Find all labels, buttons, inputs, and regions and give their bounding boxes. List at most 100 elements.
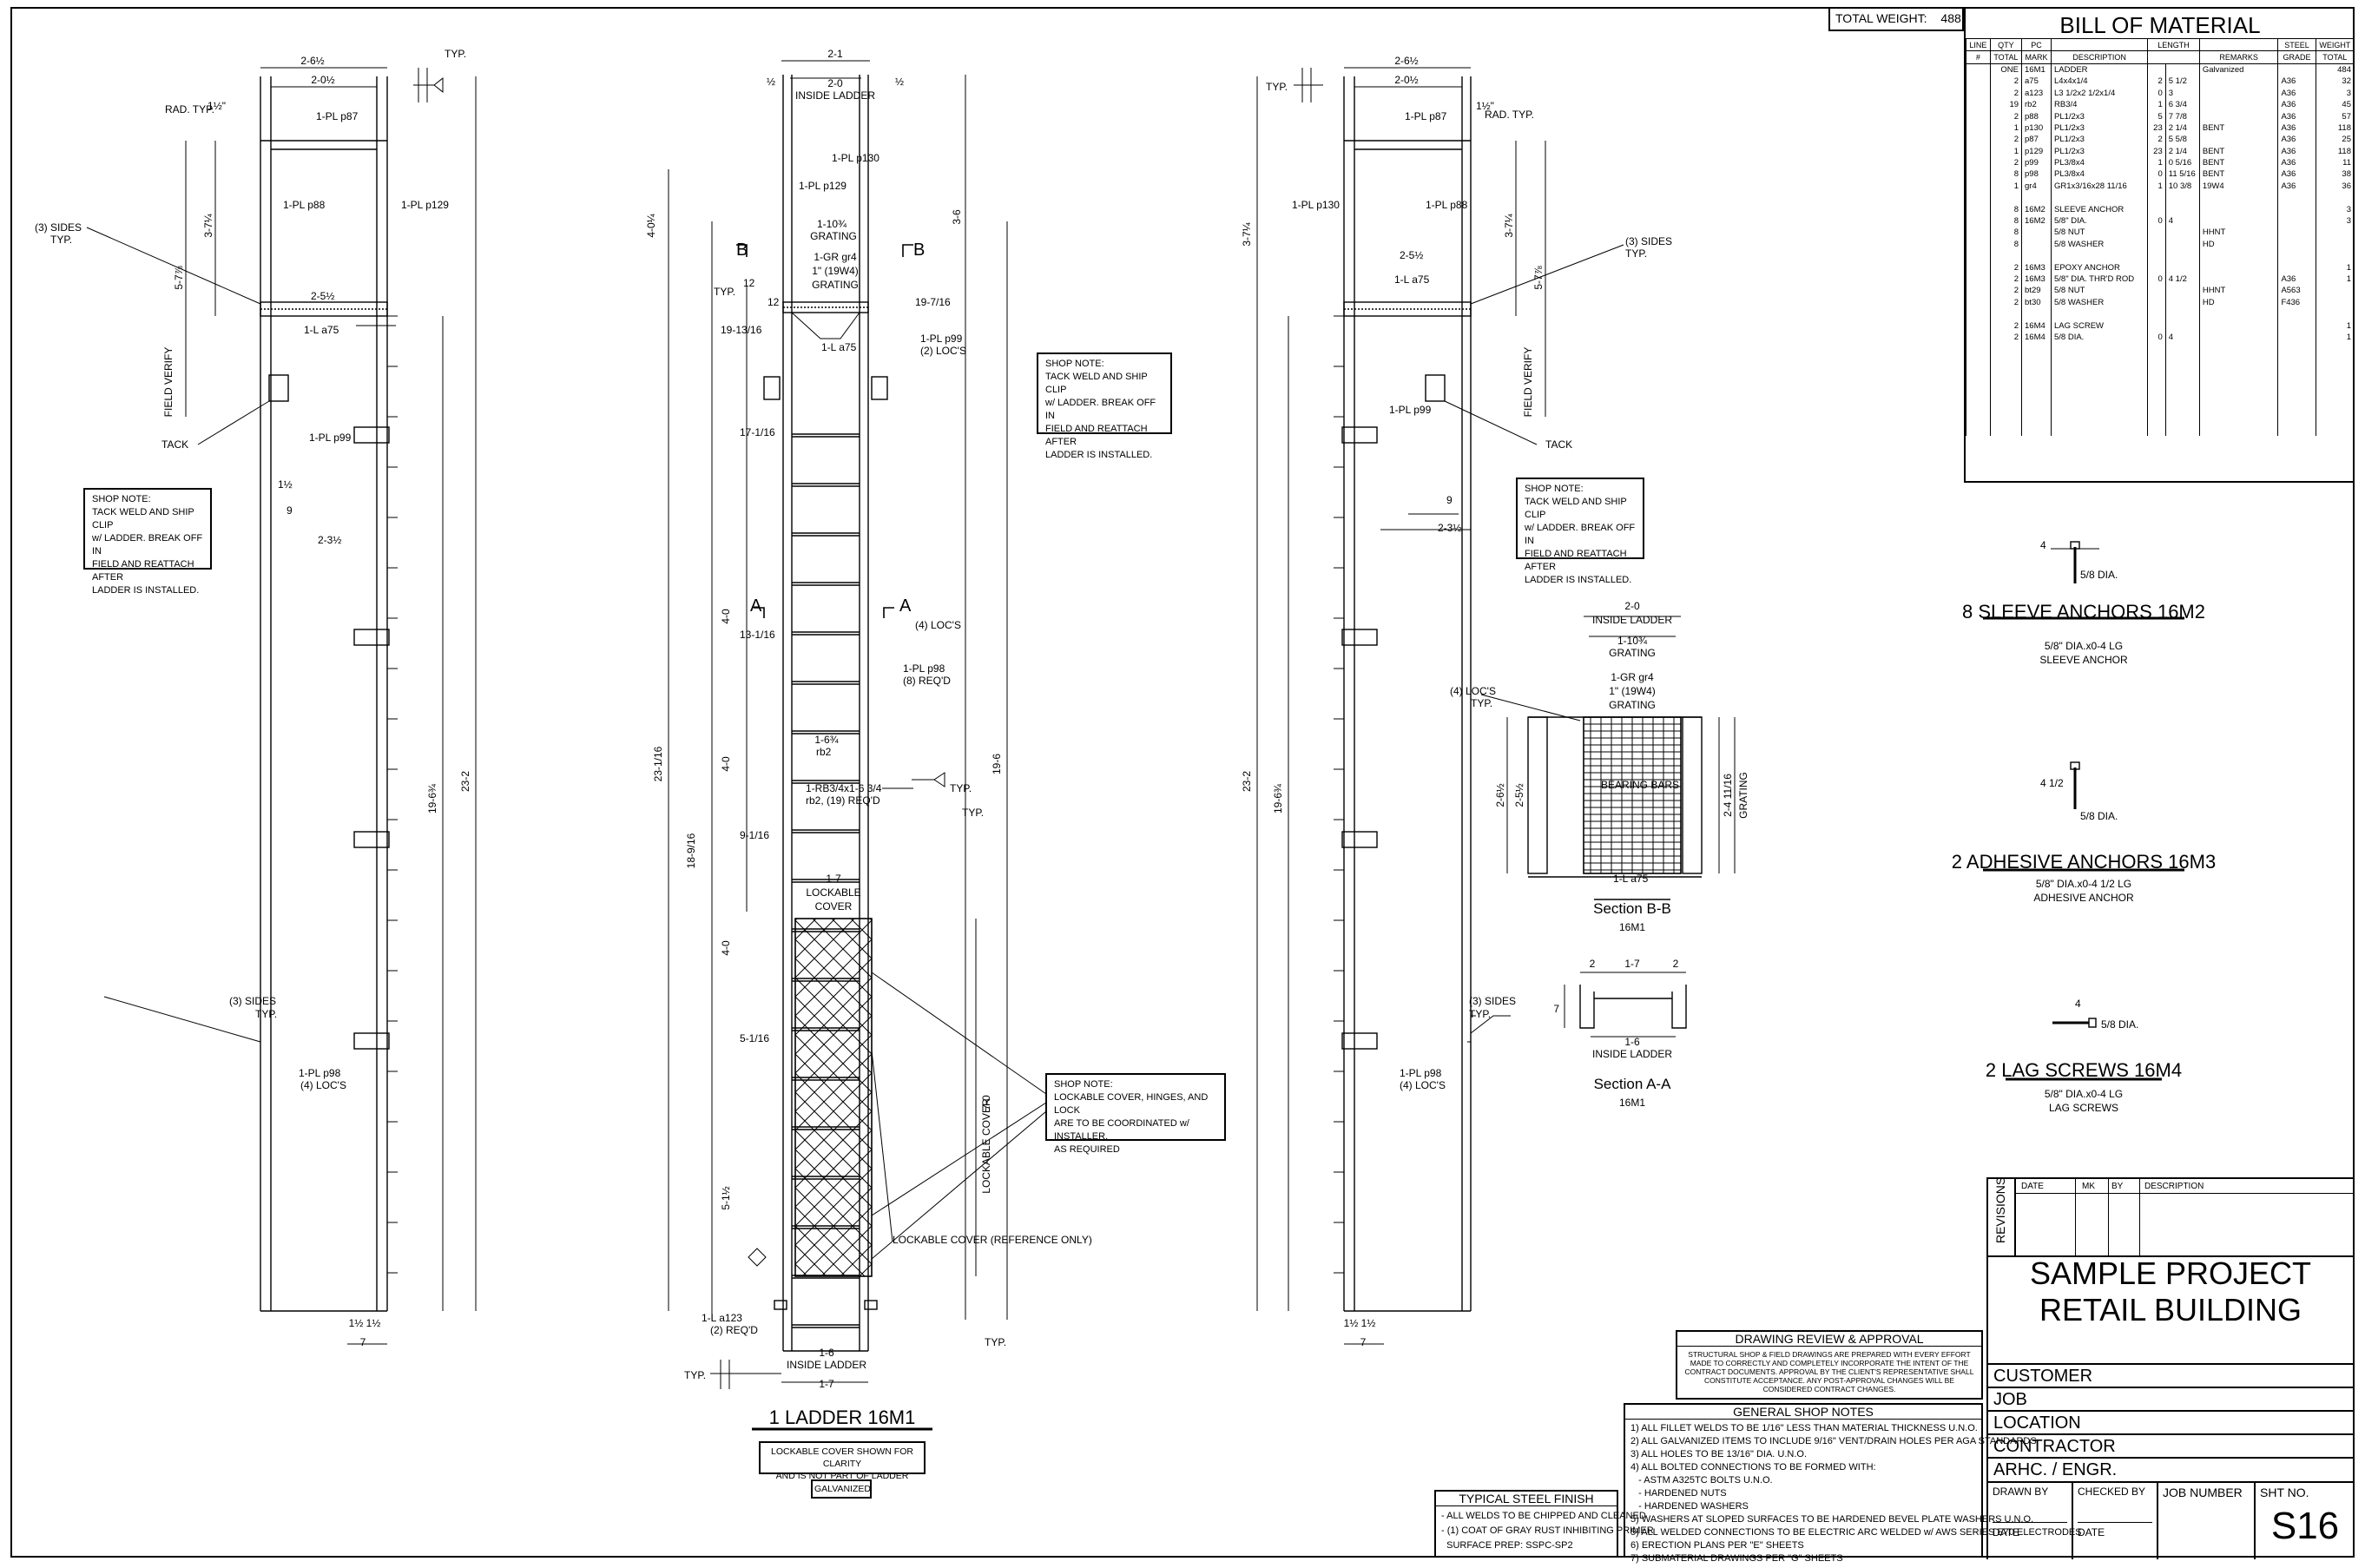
- bill-of-material: BILL OF MATERIAL LINE QTY PC LENGTH STEE…: [1964, 7, 2355, 483]
- bom-cell: [2315, 389, 2355, 402]
- bom-cell: 1: [2315, 331, 2355, 344]
- note-item: SURFACE PREP: SSPC-SP2: [1441, 1540, 1573, 1551]
- bom-cell: [2164, 238, 2200, 251]
- bom-cell: 1: [2315, 320, 2355, 332]
- svg-text:2-5½: 2-5½: [1513, 783, 1525, 807]
- note-item: - ALL WELDS TO BE CHIPPED AND CLEANED: [1441, 1511, 1646, 1521]
- rung-label: 1-RB3/4x1-6 3/4: [806, 782, 882, 794]
- svg-text:1-PL p99: 1-PL p99: [920, 333, 963, 345]
- sheet-no-label: SHT NO.: [2260, 1486, 2309, 1499]
- cover-ref-label: LOCKABLE COVER (REFERENCE ONLY): [893, 1234, 1092, 1246]
- inside-ladder-bot: INSIDE LADDER: [787, 1359, 866, 1371]
- note-item: 4) ALL BOLTED CONNECTIONS TO BE FORMED W…: [1630, 1462, 1876, 1472]
- bom-cell: 484: [2315, 63, 2355, 76]
- bom-cell: 2: [1989, 296, 2023, 308]
- svg-text:1-PL p130: 1-PL p130: [1292, 199, 1340, 211]
- checked-date-label: DATE: [2078, 1522, 2152, 1538]
- bom-row: [1966, 192, 2355, 204]
- svg-text:3-7¼: 3-7¼: [1503, 213, 1515, 237]
- svg-text:4-0: 4-0: [720, 756, 732, 772]
- bom-cell: 5/8 NUT: [2050, 285, 2149, 297]
- bom-cell: [2164, 227, 2200, 239]
- bom-cell: [2164, 63, 2200, 76]
- bom-cell: L4x4x1/4: [2050, 76, 2149, 88]
- bom-cell: 2: [1989, 76, 2023, 88]
- bom-header-top: LINE QTY PC LENGTH STEEL WEIGHT: [1966, 37, 2355, 52]
- three-sides-left-bot: (3) SIDES: [229, 995, 276, 1007]
- svg-text:1-7: 1-7: [819, 1378, 834, 1390]
- svg-text:3-7¼: 3-7¼: [1241, 221, 1253, 246]
- left-elevation: [86, 67, 477, 1345]
- overall-right: 23-2: [1241, 771, 1253, 792]
- bom-cell: [2164, 412, 2200, 425]
- svg-text:1-PL p99: 1-PL p99: [309, 432, 352, 444]
- section-bb-title: Section B-B: [1593, 900, 1671, 917]
- general-shop-notes: GENERAL SHOP NOTES 1) ALL FILLET WELDS T…: [1624, 1403, 2082, 1564]
- drawing-review-title: DRAWING REVIEW & APPROVAL: [1677, 1332, 1981, 1347]
- bom-cell: [1989, 307, 2023, 320]
- note-item: 1) ALL FILLET WELDS TO BE 1/16" LESS THA…: [1630, 1423, 1978, 1433]
- sleeve-anchor-dia: 5/8 DIA.: [2080, 569, 2118, 581]
- bb-w4: 1" (19W4): [1609, 685, 1656, 697]
- general-shop-notes-list: 1) ALL FILLET WELDS TO BE 1/16" LESS THA…: [1625, 1420, 2082, 1568]
- svg-text:1-PL p98: 1-PL p98: [903, 662, 945, 675]
- right-elevation-text: 2-6½ 2-0½ TYP. 1½" RAD. TYP. 1-PL p87 1-…: [1241, 55, 1672, 1348]
- cover-hatch-line: [795, 977, 872, 1055]
- section-aa-mark: 16M1: [1619, 1097, 1645, 1109]
- bom-cell: 2: [1989, 134, 2023, 146]
- bom-header-bottom: # TOTAL MARK DESCRIPTION REMARKS GRADE T…: [1966, 50, 2355, 64]
- bom-cell: [1989, 366, 2023, 379]
- bom-cell: [2315, 285, 2355, 297]
- field-verify-left: FIELD VERIFY: [162, 347, 175, 418]
- adhesive-anchor-dia: 5/8 DIA.: [2080, 810, 2118, 822]
- adhesive-anchor-dim: 4 1/2: [2040, 777, 2064, 789]
- bom-row-empty: [1966, 401, 2355, 413]
- cover-hatch-line: [795, 939, 872, 1017]
- bom-cell: [2050, 307, 2149, 320]
- tack-label-left: TACK: [161, 438, 188, 451]
- total-weight-label: TOTAL WEIGHT:: [1835, 11, 1927, 25]
- bom-title: BILL OF MATERIAL: [2059, 12, 2261, 38]
- bom-cell: [2315, 343, 2355, 355]
- typical-steel-finish-title: TYPICAL STEEL FINISH: [1436, 1492, 1617, 1506]
- reqd8-center: (8) REQ'D: [903, 675, 951, 687]
- bom-cell: [2164, 250, 2200, 262]
- grating-spec: 1" (19W4): [812, 265, 859, 277]
- svg-text:1-PL p130: 1-PL p130: [832, 152, 879, 164]
- bom-cell: ONE: [1989, 63, 2023, 76]
- bom-cell: [2050, 354, 2149, 366]
- bom-cell: [2050, 401, 2149, 413]
- bom-cell: EPOXY ANCHOR: [2050, 261, 2149, 273]
- svg-text:17-1/16: 17-1/16: [740, 426, 775, 438]
- cover-hatch-line: [840, 1244, 872, 1276]
- bom-cell: 1: [2315, 273, 2355, 286]
- svg-text:1-L a75: 1-L a75: [304, 324, 339, 336]
- bom-cell: 2: [1989, 156, 2023, 169]
- svg-text:B: B: [736, 240, 748, 260]
- revision-header: DATE MK BY DESCRIPTION: [2018, 1179, 2355, 1195]
- bom-col-desc: DESCRIPTION: [2050, 50, 2149, 64]
- svg-text:½: ½: [767, 76, 775, 88]
- bom-cell: 118: [2315, 122, 2355, 135]
- bom-cell: [2164, 424, 2200, 437]
- cover-hatch-line: [801, 1206, 872, 1276]
- typ-center-bot: TYP.: [684, 1369, 706, 1381]
- svg-text:23-1/16: 23-1/16: [652, 746, 664, 781]
- svg-text:7-0: 7-0: [980, 1095, 992, 1110]
- svg-text:1-7: 1-7: [1624, 958, 1640, 970]
- note-item: 5) ALL WELDED CONNECTIONS TO BE ELECTRIC…: [1630, 1527, 2082, 1538]
- bom-cell: 45: [2315, 98, 2355, 111]
- rev-divider-3: [2139, 1179, 2140, 1255]
- svg-text:B: B: [913, 240, 925, 260]
- locs2-center: (2) LOC'S: [920, 345, 966, 357]
- bom-row-empty: [1966, 412, 2355, 425]
- bom-cell: [2164, 320, 2200, 332]
- svg-text:7: 7: [1360, 1336, 1367, 1348]
- bom-cell: [2164, 296, 2200, 308]
- bom-cell: [2164, 192, 2200, 204]
- lag-screw-type: LAG SCREWS: [2049, 1102, 2118, 1114]
- shop-note-center: SHOP NOTE: TACK WELD AND SHIP CLIP w/ LA…: [1037, 352, 1172, 460]
- bom-cell: 2 1/4: [2164, 145, 2200, 157]
